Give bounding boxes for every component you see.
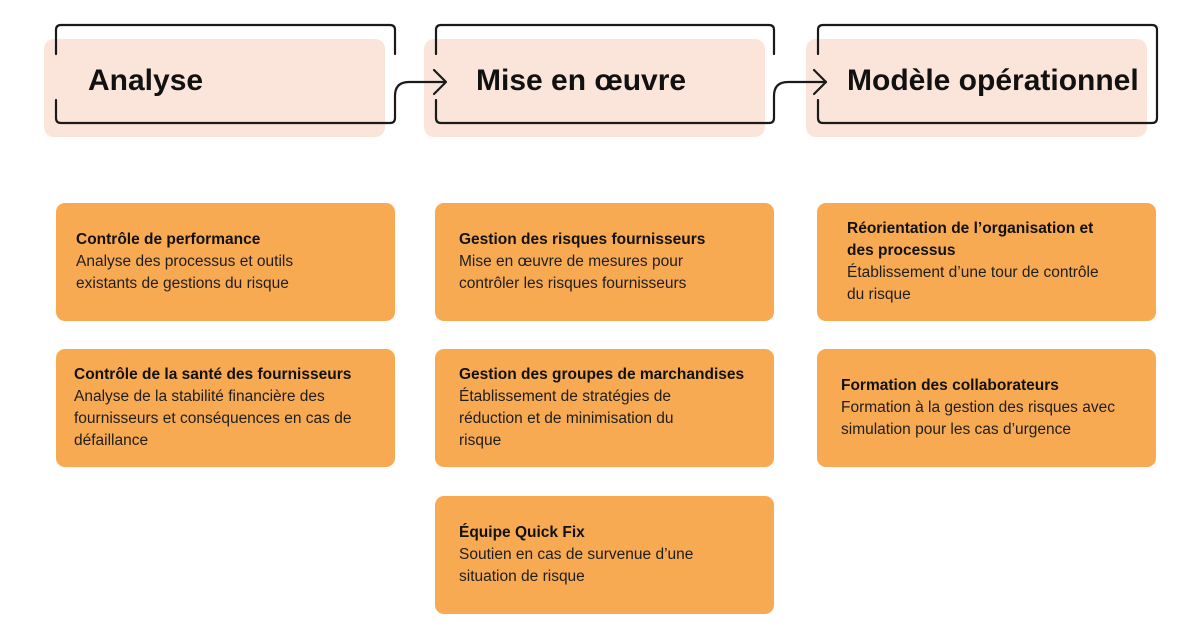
phase-analyse-background <box>44 39 385 137</box>
card-title: Formation des collaborateurs <box>841 377 1059 394</box>
phase-modele-operationnel-frame <box>816 23 1159 125</box>
card-title: Gestion des risques fournisseurs <box>459 231 706 248</box>
card-title: Équipe Quick Fix <box>459 524 585 541</box>
phase-mise-en-oeuvre-frame <box>434 23 776 56</box>
phase-analyse-frame-bottom <box>54 80 446 125</box>
phase-title-mise-en-oeuvre: Mise en œuvre <box>476 64 687 97</box>
card-description: Soutien en cas de survenue d’une situati… <box>459 546 694 585</box>
card-equipe-quick-fix: Équipe Quick Fix Soutien en cas de surve… <box>435 496 774 614</box>
phase-title-analyse: Analyse <box>88 64 204 97</box>
phase-modele-operationnel-background <box>806 39 1147 137</box>
card-description: Formation à la gestion des risques avec … <box>841 399 1115 438</box>
card-title: Contrôle de la santé des fournisseurs <box>74 366 352 383</box>
card-formation-collaborateurs: Formation des collaborateurs Formation à… <box>817 349 1156 467</box>
card-title: Gestion des groupes de marchandises <box>459 366 745 383</box>
card-description: Établissement de stratégies de réduction… <box>459 388 674 449</box>
phase-title-modele-operationnel: Modèle opérationnel <box>847 64 1139 97</box>
phase-analyse-frame <box>54 23 397 56</box>
arrow-1-head <box>432 68 448 96</box>
card-description: Analyse des processus et outils existant… <box>76 253 294 292</box>
card-controle-performance: Contrôle de performance Analyse des proc… <box>56 203 395 321</box>
card-title: Contrôle de performance <box>76 231 261 248</box>
card-description: Mise en œuvre de mesures pour contrôler … <box>459 253 687 292</box>
phase-mise-en-oeuvre-background <box>424 39 765 137</box>
card-gestion-risques-fournisseurs: Gestion des risques fournisseurs Mise en… <box>435 203 774 321</box>
arrow-2-head <box>812 68 828 96</box>
card-controle-sante-fournisseurs: Contrôle de la santé des fournisseurs An… <box>56 349 395 467</box>
card-description: Établissement d’une tour de contrôle du … <box>847 264 1099 303</box>
card-title: Réorientation de l’organisation et des p… <box>847 220 1094 259</box>
card-reorientation-organisation: Réorientation de l’organisation et des p… <box>817 203 1156 321</box>
phase-mise-en-oeuvre-frame-bottom <box>434 80 828 125</box>
card-description: Analyse de la stabilité financière des f… <box>74 388 352 449</box>
card-gestion-groupes-marchandises: Gestion des groupes de marchandises Étab… <box>435 349 774 467</box>
